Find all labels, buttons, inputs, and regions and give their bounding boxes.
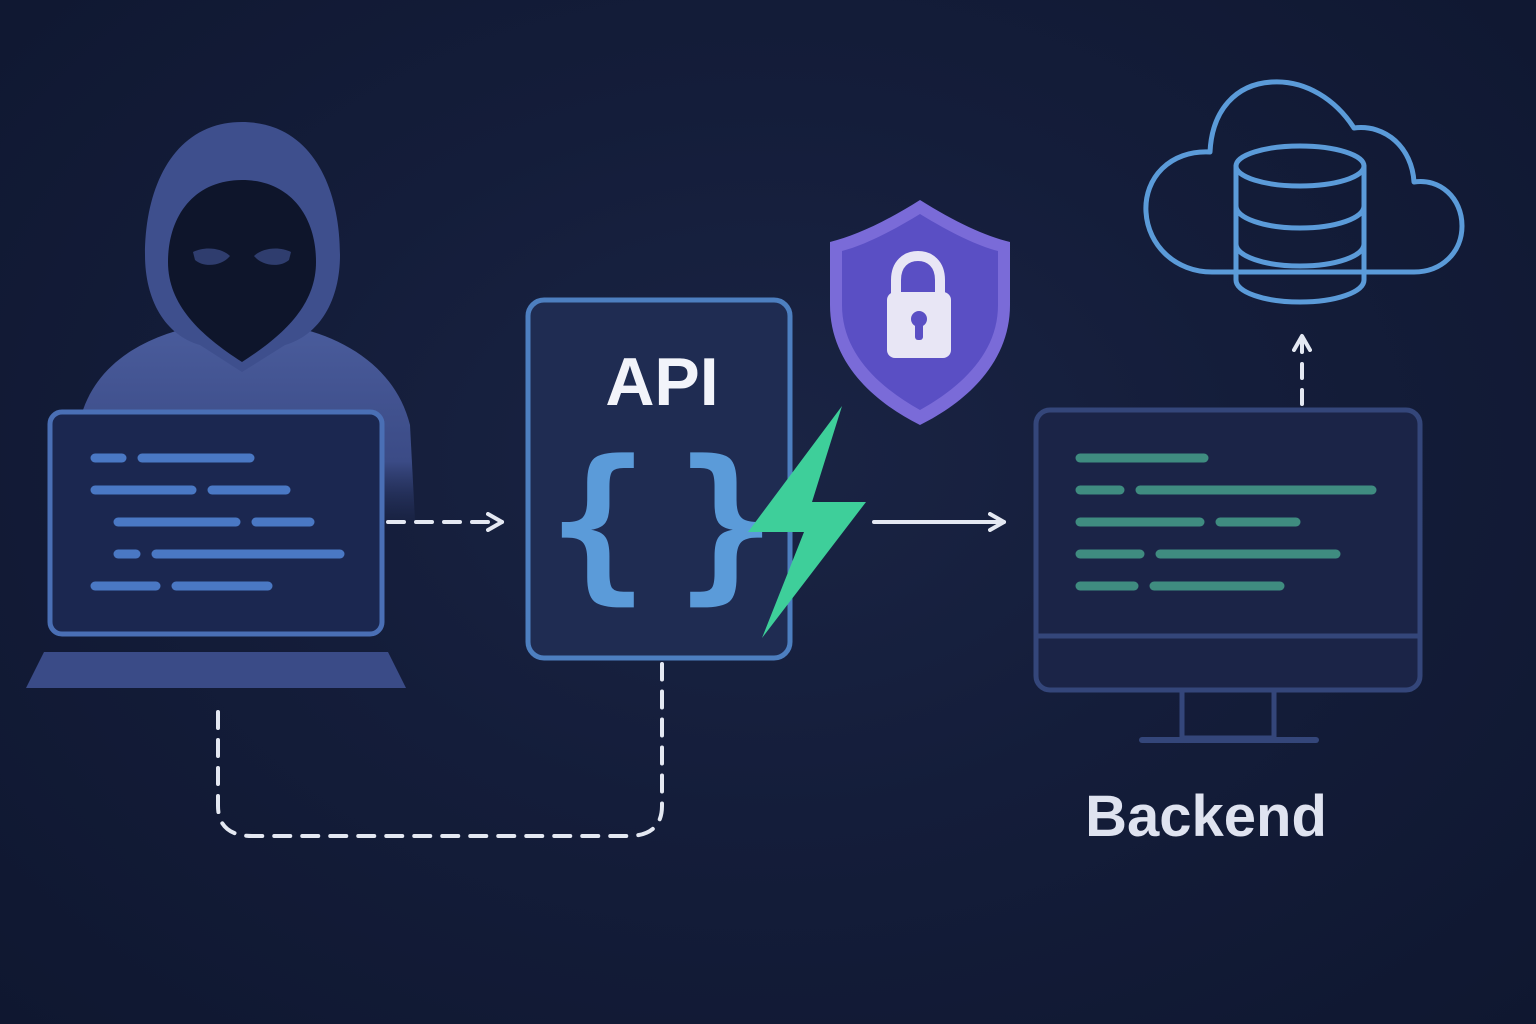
laptop-base bbox=[26, 652, 406, 688]
database-top bbox=[1233, 143, 1367, 189]
lightning-bolt-icon bbox=[748, 406, 866, 638]
cloud-outline bbox=[1143, 79, 1465, 275]
monitor-code-lines bbox=[1075, 453, 1377, 591]
database-ring-2 bbox=[1233, 241, 1367, 269]
cloud-database-icon bbox=[1143, 79, 1465, 305]
monitor-icon bbox=[1033, 407, 1423, 743]
hacker-face bbox=[168, 180, 316, 362]
shield-lock-icon bbox=[830, 200, 1010, 425]
laptop-api-return-dashed-line bbox=[216, 662, 664, 838]
lock-shackle bbox=[891, 250, 945, 301]
database-body bbox=[1233, 163, 1367, 305]
api-open-brace: { bbox=[547, 424, 648, 620]
api-document-icon: API { } bbox=[525, 297, 793, 661]
api-label: API bbox=[605, 344, 718, 420]
monitor-neck bbox=[1179, 687, 1277, 741]
laptop-code-lines bbox=[90, 453, 345, 591]
hacker-left-eye bbox=[193, 248, 230, 265]
lock-keyhole bbox=[911, 311, 927, 327]
database-ring-1 bbox=[1233, 203, 1367, 231]
backend-label: Backend bbox=[1085, 784, 1327, 849]
hacker-right-eye bbox=[254, 248, 291, 265]
lock-keyhole-slot bbox=[915, 322, 923, 340]
laptop-icon bbox=[26, 409, 406, 688]
